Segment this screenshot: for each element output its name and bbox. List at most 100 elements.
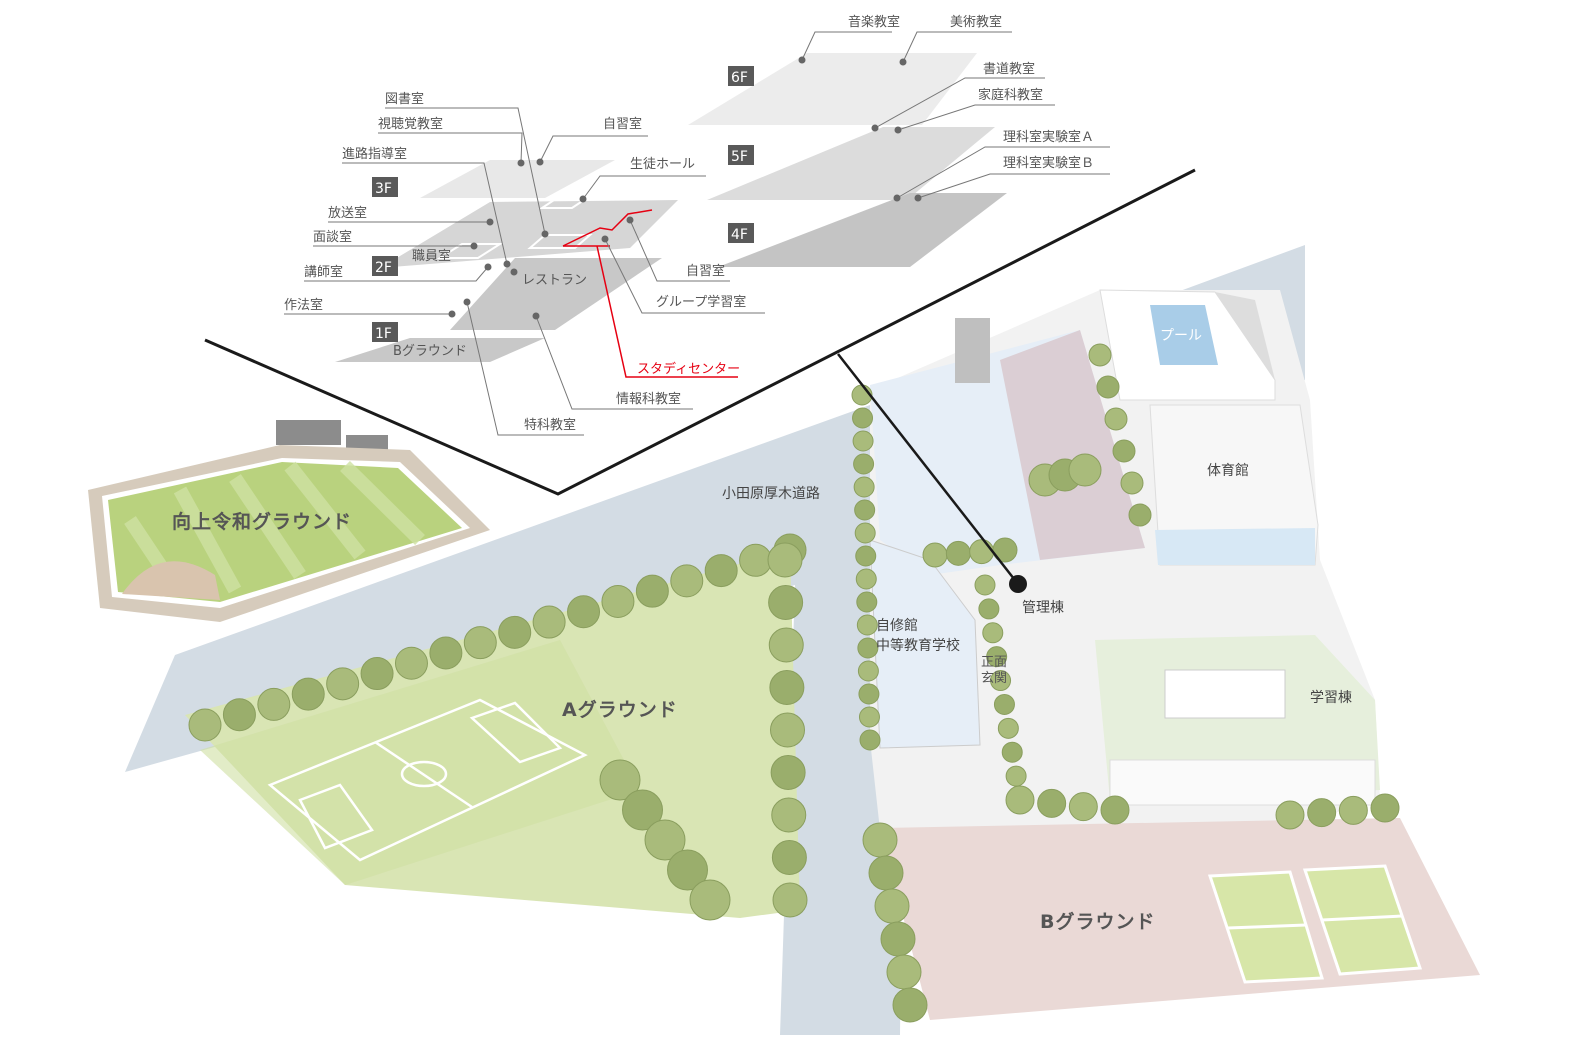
label-lecturer-room: 講師室 — [304, 264, 343, 280]
baseball-ground — [88, 420, 490, 622]
study-center-leader — [596, 245, 738, 378]
map-base — [88, 245, 1480, 1035]
tree — [188, 708, 222, 742]
tree — [856, 614, 878, 636]
admin-building-marker — [1009, 575, 1027, 593]
tree — [857, 660, 879, 682]
tree — [222, 698, 256, 732]
tree — [772, 882, 808, 918]
leader-dots — [448, 56, 922, 320]
svg-text:6F: 6F — [731, 70, 748, 86]
tree — [1104, 407, 1128, 431]
tree — [862, 822, 898, 858]
tree — [853, 476, 875, 498]
label-informatics-room: 情報科教室 — [616, 391, 681, 407]
tree — [463, 626, 497, 660]
label-broadcast-room: 放送室 — [328, 205, 367, 221]
label-jishukan-school: 中等教育学校 — [876, 637, 960, 654]
badge-1f: 1F — [372, 322, 398, 342]
label-restaurant: レストラン — [522, 273, 587, 288]
tree — [1112, 439, 1136, 463]
label-music-room: 音楽教室 — [848, 14, 900, 30]
label-pool: プール — [1160, 328, 1202, 344]
label-special-classroom: 特科教室 — [524, 417, 576, 433]
svg-text:4F: 4F — [731, 227, 748, 243]
floor-2f — [380, 200, 678, 268]
label-study-center: スタディセンター — [637, 361, 740, 377]
floor-4f — [718, 193, 1007, 267]
label-expressway: 小田原厚木道路 — [722, 486, 820, 502]
tree — [993, 693, 1015, 715]
tree — [854, 522, 876, 544]
tree — [622, 789, 663, 831]
tree — [986, 646, 1008, 668]
tree — [1338, 795, 1368, 825]
badge-6f: 6F — [728, 66, 754, 86]
tree — [853, 453, 875, 475]
svg-text:5F: 5F — [731, 149, 748, 165]
tree — [1370, 793, 1400, 823]
tree — [990, 670, 1012, 692]
tree — [739, 543, 773, 577]
tree — [854, 499, 876, 521]
tree — [291, 677, 325, 711]
room-labels: 音楽教室 美術教室 書道教室 家庭科教室 理科室実験室Ａ 理科室実験室Ｂ 図書室… — [284, 14, 1094, 433]
label-science-lab-a: 理科室実験室Ａ — [1003, 129, 1094, 145]
tree — [326, 667, 360, 701]
label-interview-room: 面談室 — [313, 229, 352, 245]
label-etiquette-room: 作法室 — [284, 297, 323, 313]
tree — [601, 584, 635, 618]
tree — [394, 646, 428, 680]
tree — [770, 712, 805, 748]
tree — [1037, 788, 1067, 818]
tree — [670, 564, 704, 598]
tree — [767, 542, 803, 578]
label-group-study: グループ学習室 — [656, 294, 746, 310]
label-science-lab-b: 理科室実験室Ｂ — [1003, 155, 1094, 171]
tree — [997, 717, 1019, 739]
callout-border — [204, 168, 1196, 496]
tree — [974, 574, 996, 596]
label-self-study-2f: 自習室 — [686, 263, 725, 279]
floor-planes — [335, 53, 1007, 378]
tree — [874, 888, 910, 924]
pool — [1150, 305, 1218, 365]
tree — [855, 545, 877, 567]
floor-5f — [707, 127, 995, 200]
label-library: 図書室 — [385, 91, 424, 107]
tree — [1100, 795, 1130, 825]
label-calligraphy-room: 書道教室 — [983, 61, 1035, 77]
label-jishukan: 自修館 — [876, 617, 918, 634]
tree — [858, 683, 880, 705]
tree — [769, 670, 805, 705]
label-gymnasium: 体育館 — [1207, 462, 1249, 479]
tree — [635, 574, 669, 608]
badge-4f: 4F — [728, 223, 754, 243]
label-career-guidance: 進路指導室 — [342, 146, 407, 162]
tree — [498, 615, 532, 649]
tree — [852, 407, 874, 429]
tree — [1088, 343, 1112, 367]
tree — [886, 954, 922, 990]
label-self-study-3f: 自習室 — [603, 116, 642, 132]
tree — [770, 755, 806, 790]
tree — [969, 539, 995, 565]
buildings — [869, 289, 1380, 806]
tree — [429, 636, 463, 670]
soccer-field — [267, 698, 588, 862]
tennis-courts — [1207, 864, 1423, 984]
tree — [1120, 471, 1144, 495]
callout-pointer — [837, 353, 1019, 585]
tree — [644, 819, 686, 861]
label-student-hall: 生徒ホール — [630, 157, 695, 172]
label-koujou-reiwa-ground: 向上令和グラウンド — [172, 510, 352, 533]
tree — [1275, 800, 1305, 830]
label-art-room: 美術教室 — [950, 14, 1002, 30]
label-home-economics-room: 家庭科教室 — [978, 87, 1043, 103]
tree — [704, 554, 738, 588]
tree — [599, 759, 641, 801]
tree — [852, 430, 874, 452]
tree — [1001, 741, 1023, 763]
tree — [532, 605, 566, 639]
